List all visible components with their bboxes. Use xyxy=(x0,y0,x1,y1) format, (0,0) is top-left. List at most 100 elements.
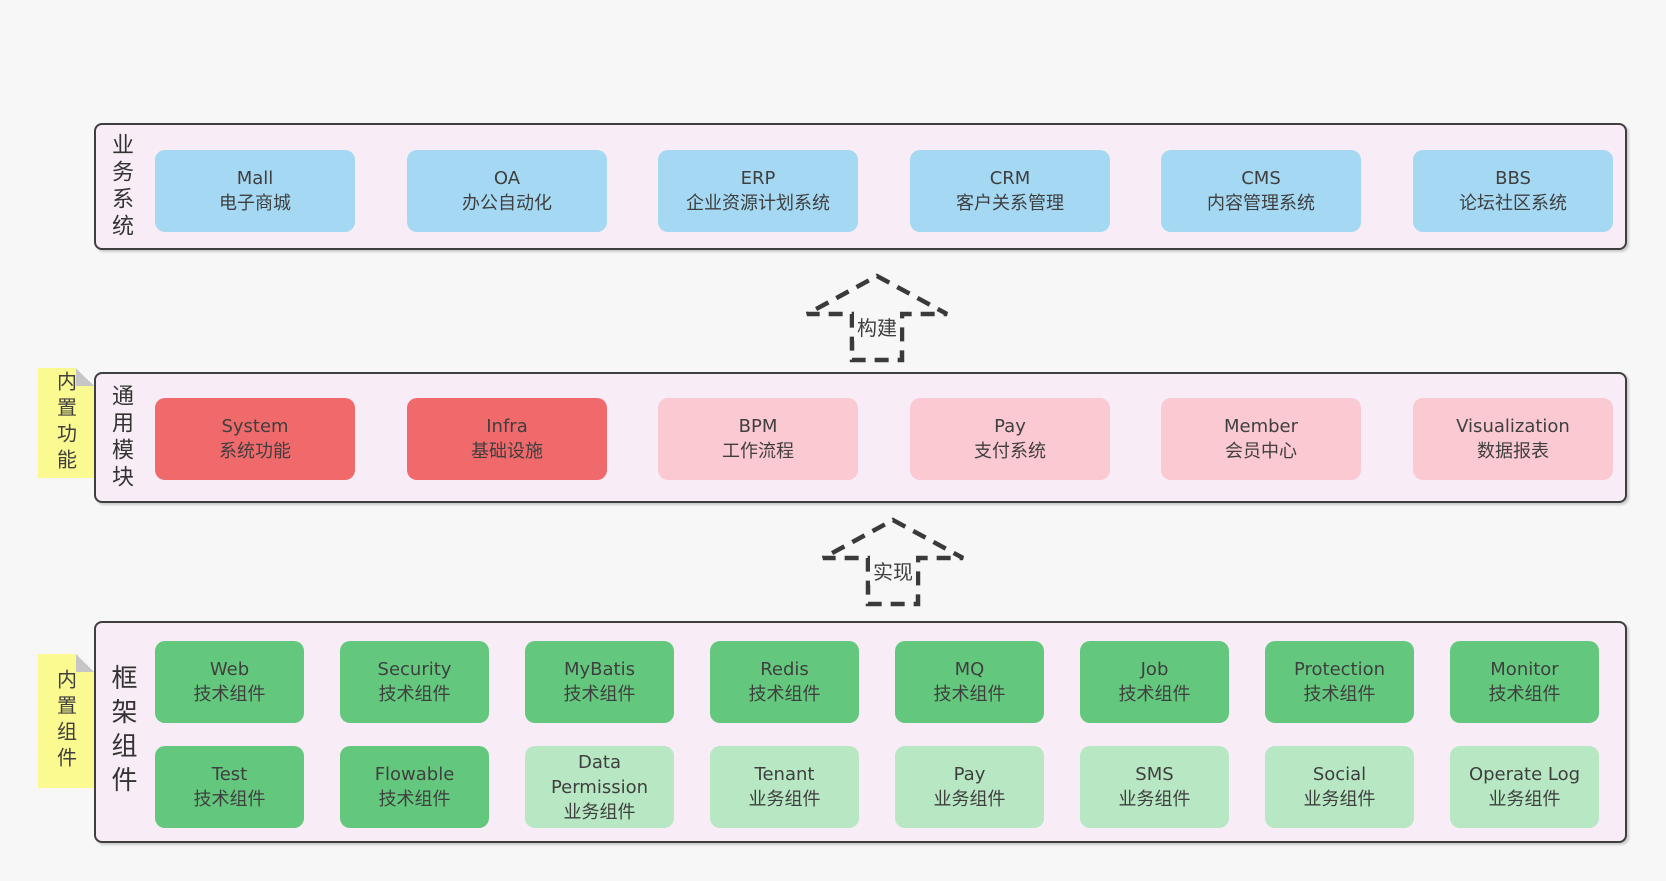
box-social: Social 业务组件 xyxy=(1265,746,1414,828)
box-pay-title: Pay xyxy=(994,416,1026,437)
box-mall-subtitle: 电子商城 xyxy=(219,193,291,214)
box-bbs-title: BBS xyxy=(1495,168,1531,189)
build-arrow: 构建 xyxy=(804,272,950,364)
box-system: System 系统功能 xyxy=(155,398,355,480)
box-member: Member 会员中心 xyxy=(1161,398,1361,480)
box-security: Security 技术组件 xyxy=(340,641,489,723)
box-oa: OA 办公自动化 xyxy=(407,150,607,232)
section-business-label: 业务系统 xyxy=(108,132,133,241)
box-test-title: Test xyxy=(211,764,248,785)
box-member-title: Member xyxy=(1223,416,1299,437)
sticky-fold-icon xyxy=(76,654,94,672)
box-job-title: Job xyxy=(1140,659,1169,680)
box-flowable-subtitle: 技术组件 xyxy=(378,789,451,810)
box-system-title: System xyxy=(221,416,289,437)
box-data-permission-title: Data Permission xyxy=(550,751,649,798)
box-system-subtitle: 系统功能 xyxy=(219,441,291,462)
box-data-permission-subtitle: 业务组件 xyxy=(563,801,636,823)
sticky-fold-icon xyxy=(76,368,94,386)
sticky-modules-label: 内置功能 xyxy=(53,371,78,475)
box-tenant: Tenant 业务组件 xyxy=(710,746,859,828)
box-infra-subtitle: 基础设施 xyxy=(471,441,543,462)
up-arrow-icon xyxy=(805,273,949,363)
box-cms-title: CMS xyxy=(1241,168,1281,189)
box-infra-title: Infra xyxy=(486,416,528,437)
box-visualization-subtitle: 数据报表 xyxy=(1477,441,1549,462)
build-arrow-label: 构建 xyxy=(854,312,900,341)
box-operate-log-title: Operate Log xyxy=(1468,764,1581,785)
section-business-systems: 业务系统 Mall 电子商城 OA 办公自动化 ERP 企业资源计划系统 CRM… xyxy=(94,123,1627,250)
box-social-title: Social xyxy=(1312,764,1367,785)
section-framework-label: 框架组件 xyxy=(107,664,137,800)
box-crm-subtitle: 客户关系管理 xyxy=(956,193,1064,214)
box-oa-title: OA xyxy=(493,168,521,189)
box-bbs: BBS 论坛社区系统 xyxy=(1413,150,1613,232)
box-web: Web 技术组件 xyxy=(155,641,304,723)
box-pay-component-title: Pay xyxy=(953,764,986,785)
implement-arrow-label: 实现 xyxy=(870,556,916,585)
box-web-subtitle: 技术组件 xyxy=(193,684,266,705)
box-monitor-title: Monitor xyxy=(1490,659,1559,680)
box-protection-subtitle: 技术组件 xyxy=(1303,684,1376,705)
sticky-note-built-in-components: 内置组件 xyxy=(38,654,94,788)
box-job-subtitle: 技术组件 xyxy=(1118,684,1191,705)
box-redis: Redis 技术组件 xyxy=(710,641,859,723)
box-mybatis-subtitle: 技术组件 xyxy=(563,684,636,705)
box-bpm-title: BPM xyxy=(738,416,778,437)
sticky-note-built-in-features: 内置功能 xyxy=(38,368,94,478)
box-bpm-subtitle: 工作流程 xyxy=(722,441,794,462)
box-security-subtitle: 技术组件 xyxy=(378,684,451,705)
box-member-subtitle: 会员中心 xyxy=(1225,441,1297,462)
box-sms: SMS 业务组件 xyxy=(1080,746,1229,828)
box-sms-subtitle: 业务组件 xyxy=(1118,789,1191,810)
box-erp-subtitle: 企业资源计划系统 xyxy=(686,193,830,214)
box-tenant-subtitle: 业务组件 xyxy=(748,789,821,810)
box-social-subtitle: 业务组件 xyxy=(1303,789,1376,810)
box-pay-component-subtitle: 业务组件 xyxy=(933,789,1006,810)
box-oa-subtitle: 办公自动化 xyxy=(462,193,552,214)
box-mybatis-title: MyBatis xyxy=(564,659,635,680)
box-tenant-title: Tenant xyxy=(754,764,815,785)
box-web-title: Web xyxy=(209,659,250,680)
box-visualization-title: Visualization xyxy=(1456,416,1570,437)
box-mybatis: MyBatis 技术组件 xyxy=(525,641,674,723)
implement-arrow: 实现 xyxy=(820,516,966,608)
box-monitor-subtitle: 技术组件 xyxy=(1488,684,1561,705)
box-crm-title: CRM xyxy=(989,168,1031,189)
sticky-framework-label: 内置组件 xyxy=(53,669,78,773)
box-bpm: BPM 工作流程 xyxy=(658,398,858,480)
box-data-permission: Data Permission 业务组件 xyxy=(525,746,674,828)
box-mq-title: MQ xyxy=(954,659,985,680)
box-job: Job 技术组件 xyxy=(1080,641,1229,723)
box-visualization: Visualization 数据报表 xyxy=(1413,398,1613,480)
box-test-subtitle: 技术组件 xyxy=(193,789,266,810)
box-cms-subtitle: 内容管理系统 xyxy=(1207,193,1315,214)
box-protection: Protection 技术组件 xyxy=(1265,641,1414,723)
section-framework-components: 框架组件 Web 技术组件 Security 技术组件 MyBatis 技术组件… xyxy=(94,621,1627,843)
box-flowable: Flowable 技术组件 xyxy=(340,746,489,828)
box-mq-subtitle: 技术组件 xyxy=(933,684,1006,705)
box-erp-title: ERP xyxy=(740,168,776,189)
box-pay-subtitle: 支付系统 xyxy=(974,441,1046,462)
box-erp: ERP 企业资源计划系统 xyxy=(658,150,858,232)
box-monitor: Monitor 技术组件 xyxy=(1450,641,1599,723)
box-bbs-subtitle: 论坛社区系统 xyxy=(1459,193,1567,214)
box-redis-title: Redis xyxy=(760,659,809,680)
box-flowable-title: Flowable xyxy=(374,764,455,785)
box-redis-subtitle: 技术组件 xyxy=(748,684,821,705)
box-mall: Mall 电子商城 xyxy=(155,150,355,232)
box-infra: Infra 基础设施 xyxy=(407,398,607,480)
section-common-modules: 通用模块 System 系统功能 Infra 基础设施 BPM 工作流程 Pay… xyxy=(94,372,1627,503)
up-arrow-icon xyxy=(821,517,965,607)
box-operate-log-subtitle: 业务组件 xyxy=(1488,789,1561,810)
box-sms-title: SMS xyxy=(1135,764,1174,785)
box-pay-component: Pay 业务组件 xyxy=(895,746,1044,828)
box-test: Test 技术组件 xyxy=(155,746,304,828)
section-modules-label: 通用模块 xyxy=(108,383,133,492)
box-operate-log: Operate Log 业务组件 xyxy=(1450,746,1599,828)
box-cms: CMS 内容管理系统 xyxy=(1161,150,1361,232)
box-pay: Pay 支付系统 xyxy=(910,398,1110,480)
box-mq: MQ 技术组件 xyxy=(895,641,1044,723)
box-security-title: Security xyxy=(377,659,452,680)
